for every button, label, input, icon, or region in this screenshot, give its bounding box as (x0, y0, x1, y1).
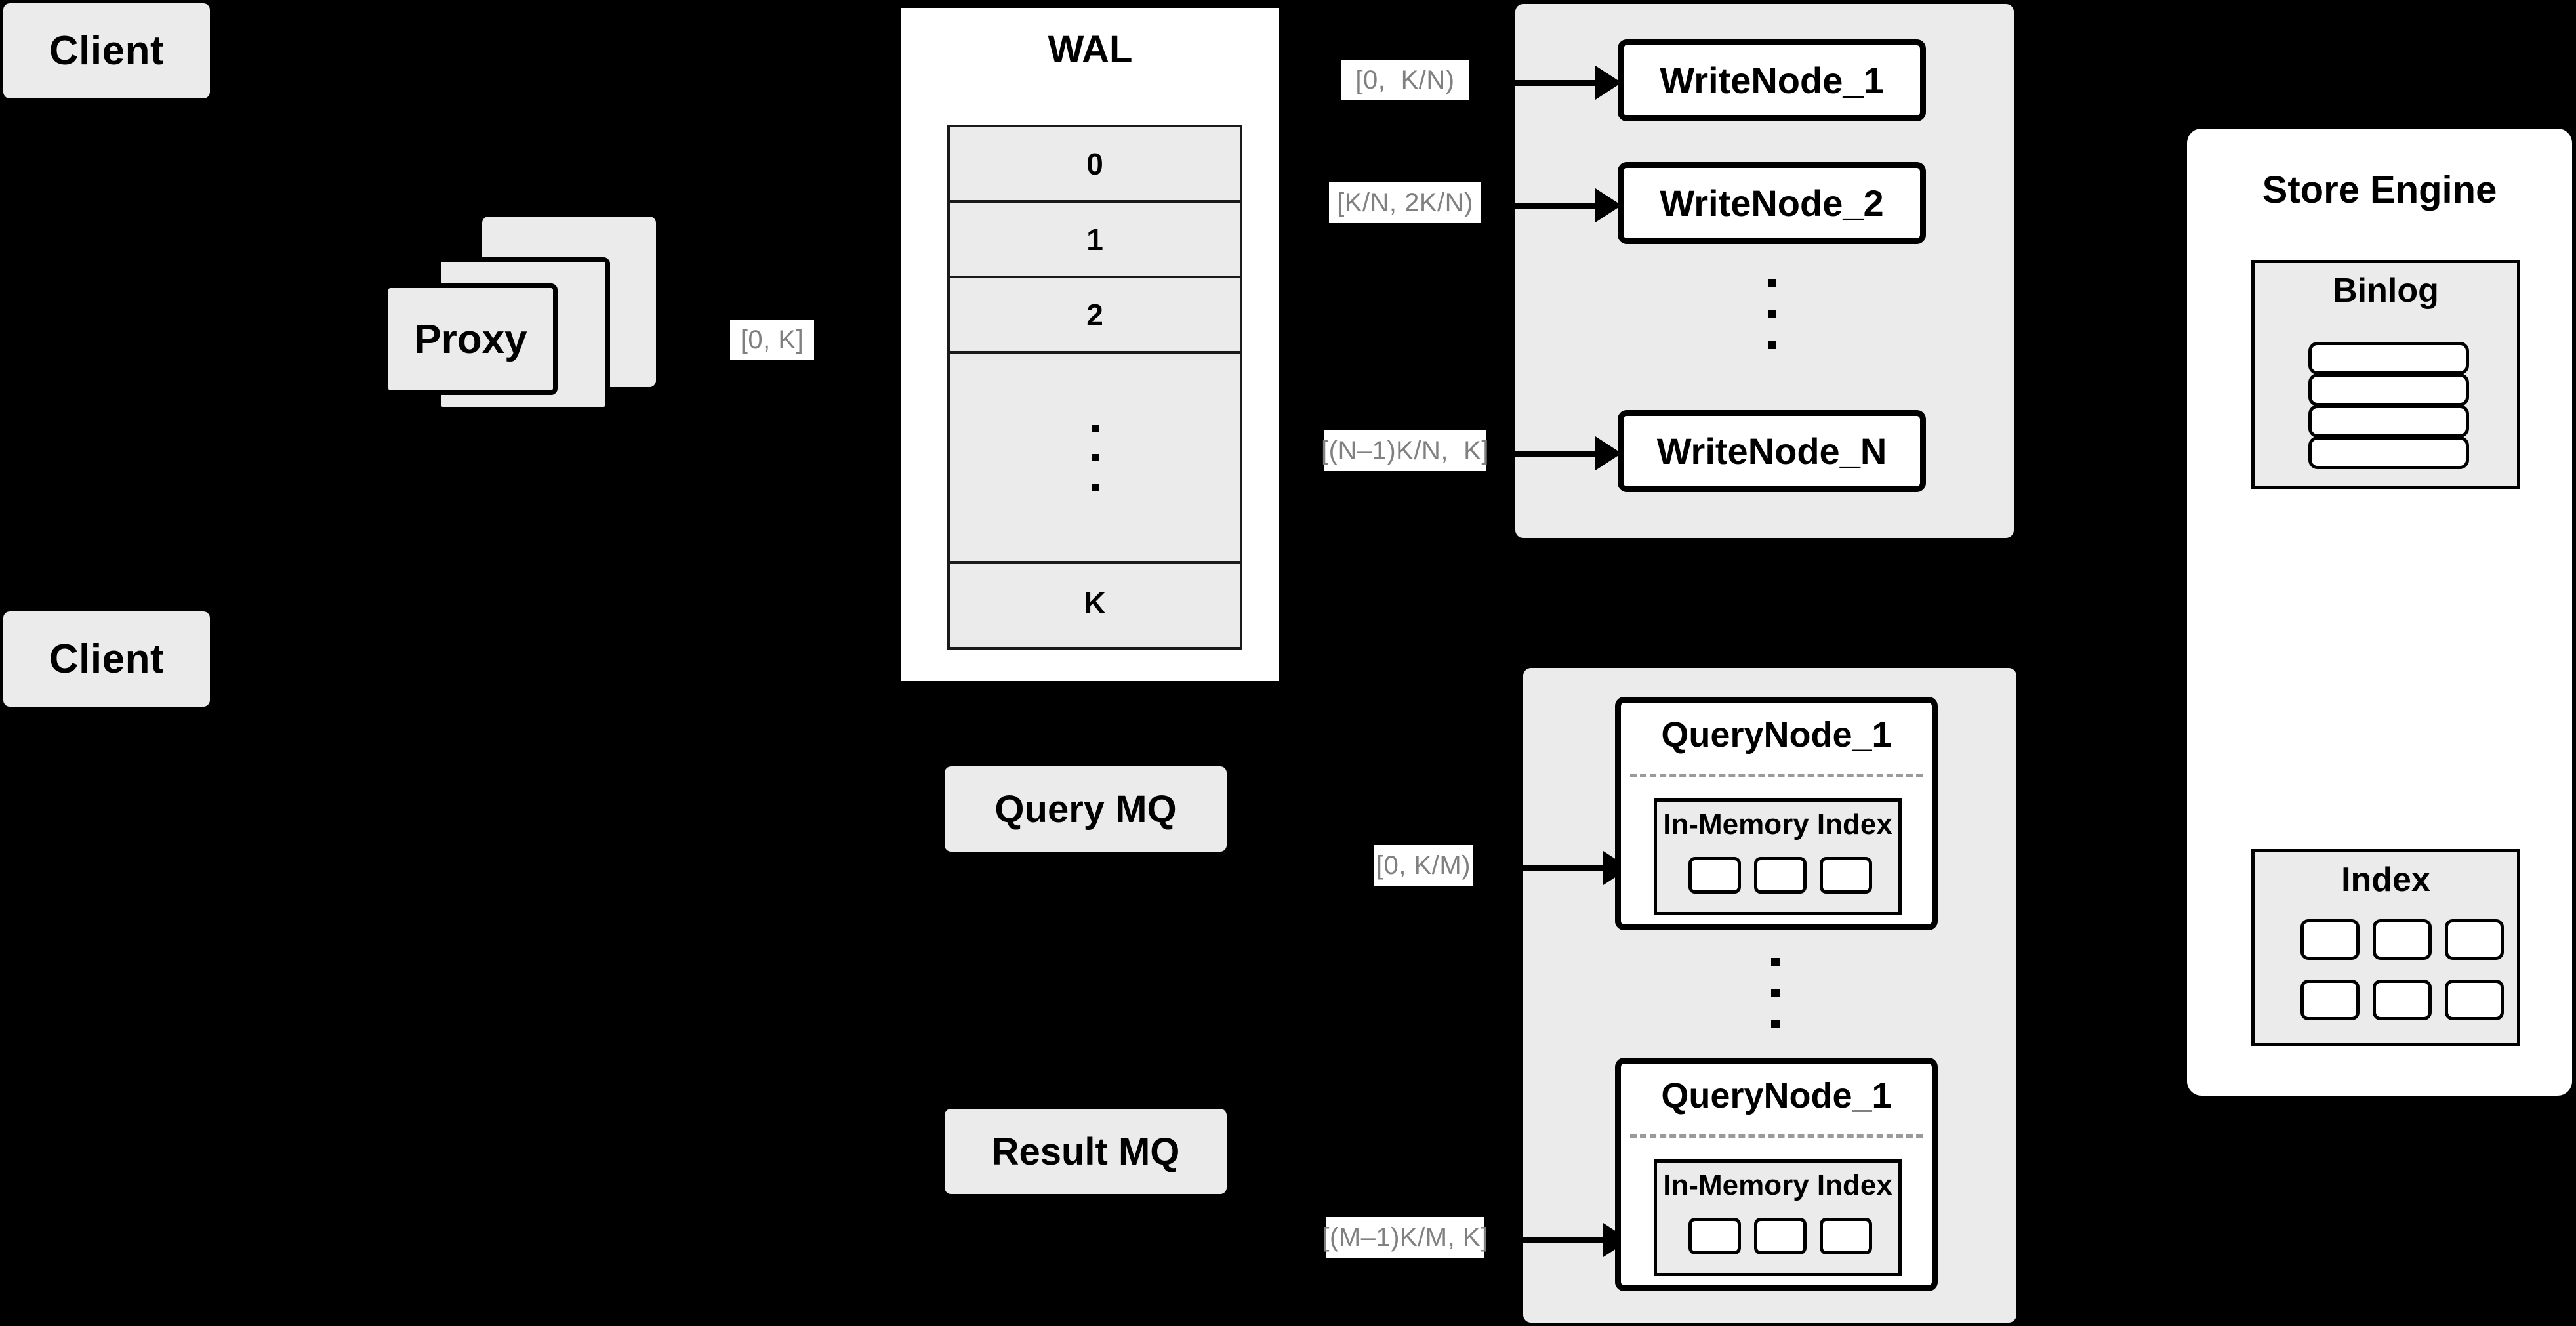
wal-panel: WAL 0 1 2 K (897, 3, 1284, 686)
binlog-row (2308, 436, 2469, 469)
range-label-write-node-2: [K/N, 2K/N) (1329, 182, 1481, 223)
binlog-row (2308, 373, 2469, 406)
wal-row-k: K (950, 564, 1240, 642)
client-label-1: Client (49, 28, 165, 73)
index-cell (2300, 919, 2360, 960)
write-node-ellipsis (1768, 279, 1776, 349)
in-memory-index-m-title: In-Memory Index (1663, 1169, 1892, 1201)
wal-row-2: 2 (950, 278, 1240, 354)
index-cell (2300, 980, 2360, 1020)
arrow-line-store-binlog (2137, 392, 2192, 398)
wal-table: 0 1 2 K (947, 125, 1242, 650)
client-label-2: Client (49, 636, 165, 682)
ellipsis-dot (1768, 310, 1776, 318)
client-box-2[interactable]: Client (3, 611, 210, 707)
wal-row-0: 0 (950, 127, 1240, 203)
client-box-1[interactable]: Client (3, 3, 210, 98)
proxy-stack[interactable]: Proxy (384, 217, 659, 433)
index-cell (1688, 857, 1741, 894)
arrow-line-write-node-1 (1515, 80, 1601, 86)
query-node-m-title: QueryNode_1 (1661, 1076, 1892, 1115)
index-box: Index (2251, 849, 2520, 1046)
result-mq-label: Result MQ (991, 1130, 1180, 1173)
arrow-line-query-node-m (1523, 1237, 1608, 1243)
arrow-head-write-node-2 (1595, 188, 1622, 222)
arrow-head-write-node-1 (1595, 66, 1622, 100)
query-mq-box[interactable]: Query MQ (945, 766, 1227, 852)
ellipsis-dot (1771, 958, 1780, 966)
index-cell (1820, 1218, 1872, 1254)
index-cell (1754, 1218, 1807, 1254)
ellipsis-dot (1091, 483, 1099, 491)
proxy-label: Proxy (414, 316, 527, 362)
ellipsis-dot (1091, 424, 1099, 432)
in-memory-index-1-title: In-Memory Index (1663, 808, 1892, 840)
index-title: Index (2341, 861, 2430, 899)
arrow-line-store-index (2137, 941, 2192, 947)
result-mq-box[interactable]: Result MQ (945, 1109, 1227, 1194)
ellipsis-dot (1091, 453, 1099, 461)
range-label-query-node-m: [(M–1)K/M, K] (1322, 1217, 1488, 1258)
index-cell (2445, 919, 2504, 960)
proxy-box[interactable]: Proxy (384, 283, 558, 395)
query-node-m[interactable]: QueryNode_1 In-Memory Index (1615, 1058, 1938, 1291)
index-cell (1754, 857, 1807, 894)
ellipsis-dot (1771, 989, 1780, 997)
ellipsis-dot (1768, 279, 1776, 287)
query-node-ellipsis (1771, 958, 1780, 1028)
range-label-proxy-to-wal: [0, K] (730, 320, 814, 360)
store-engine-panel: Store Engine Binlog Index (2187, 129, 2572, 1096)
arrow-line-write-node-2 (1515, 203, 1601, 209)
binlog-box: Binlog (2251, 260, 2520, 489)
write-node-n[interactable]: WriteNode_N (1618, 410, 1926, 492)
range-label-write-node-1: [0, K/N) (1341, 60, 1469, 100)
binlog-row (2308, 342, 2469, 375)
query-node-m-separator (1630, 1134, 1923, 1138)
write-node-2[interactable]: WriteNode_2 (1618, 162, 1926, 244)
index-cell (1688, 1218, 1741, 1254)
range-label-write-node-n: [(N–1)K/N, K] (1321, 430, 1488, 471)
write-node-1-label: WriteNode_1 (1660, 60, 1884, 101)
index-cell (2373, 919, 2432, 960)
index-cell (2373, 980, 2432, 1020)
in-memory-index-1: In-Memory Index (1654, 798, 1902, 915)
wal-row-ellipsis (950, 354, 1240, 564)
arrow-head-write-node-n (1595, 436, 1622, 470)
range-label-query-node-1: [0, K/M) (1374, 845, 1473, 886)
write-node-n-label: WriteNode_N (1656, 430, 1887, 472)
index-cell (2445, 980, 2504, 1020)
binlog-row (2308, 405, 2469, 438)
query-node-1[interactable]: QueryNode_1 In-Memory Index (1615, 697, 1938, 930)
wal-title: WAL (1048, 28, 1133, 71)
ellipsis-dot (1771, 1020, 1780, 1028)
binlog-title: Binlog (2333, 272, 2439, 310)
write-node-2-label: WriteNode_2 (1660, 182, 1884, 224)
write-node-1[interactable]: WriteNode_1 (1618, 39, 1926, 121)
index-cell (1820, 857, 1872, 894)
ellipsis-dot (1768, 341, 1776, 349)
arrow-line-query-node-1 (1523, 865, 1608, 871)
wal-row-1: 1 (950, 203, 1240, 278)
query-mq-label: Query MQ (994, 787, 1177, 831)
query-node-1-separator (1630, 774, 1923, 777)
query-node-1-title: QueryNode_1 (1661, 715, 1892, 755)
store-engine-title: Store Engine (2262, 169, 2497, 211)
arrow-line-write-node-n (1515, 451, 1601, 457)
in-memory-index-m: In-Memory Index (1654, 1159, 1902, 1276)
